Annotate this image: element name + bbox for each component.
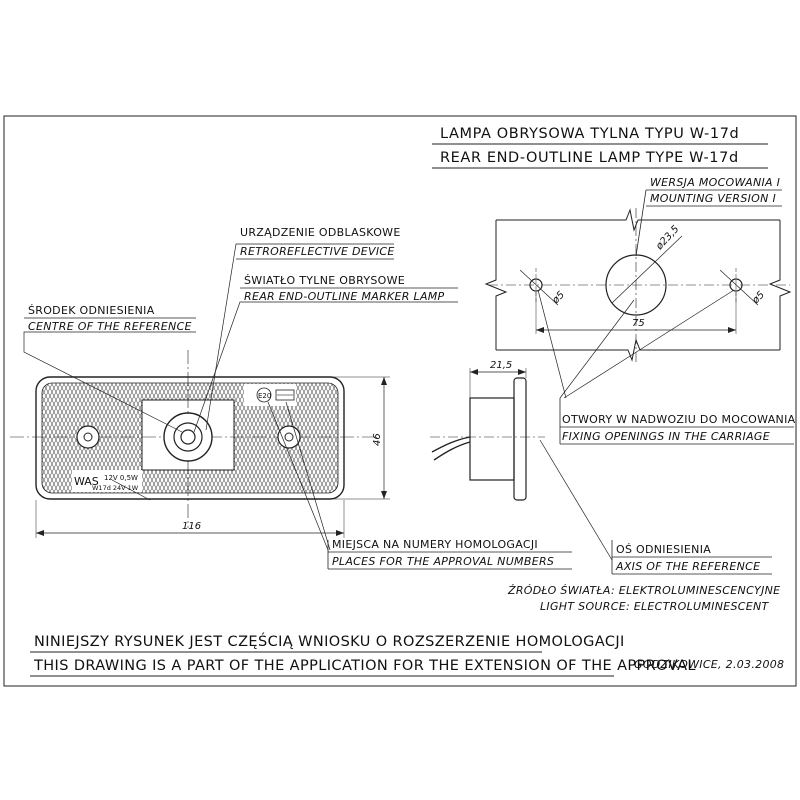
marker-lamp-leader — [193, 301, 458, 433]
footer-statement-en: THIS DRAWING IS A PART OF THE APPLICATIO… — [33, 658, 696, 674]
left-hole-diameter-leader — [519, 269, 559, 306]
rating-text-2: W17d 24V 1W — [92, 484, 139, 492]
height-arrow-bottom — [381, 491, 387, 499]
centre-reference-label: ŚRODEK ODNIESIENIA CENTRE OF THE REFEREN… — [24, 304, 196, 333]
fixing-hole-center — [605, 254, 667, 316]
hole-spacing-arrow-right — [728, 327, 736, 333]
left-hole-diameter-dimension: ø5 — [550, 290, 567, 307]
mounting-version-label: WERSJA MOCOWANIA I MOUNTING VERSION I — [635, 176, 782, 257]
center-hole-diameter-dimension: ø23,5 — [653, 224, 681, 253]
e-mark-circle — [256, 387, 272, 403]
rating-text-1: 12V 0,5W — [104, 474, 138, 482]
centre-reference-leader — [23, 331, 196, 433]
side-cable-2 — [433, 441, 471, 461]
front-view-leaders — [23, 243, 458, 551]
fixing-leader-center — [559, 299, 635, 399]
place-and-date: GODZIKOWICE, 2.03.2008 — [634, 658, 784, 671]
fixing-openings-en: FIXING OPENINGS IN THE CARRIAGE — [562, 430, 770, 443]
fixing-openings-pl: OTWORY W NADWOZIU DO MOCOWANIA — [562, 413, 796, 426]
height-arrow-top — [381, 377, 387, 385]
depth-arrow-left — [470, 369, 478, 375]
lamp-lens-mid — [173, 422, 203, 452]
width-arrow-left — [36, 530, 44, 536]
approval-leader-2 — [285, 401, 331, 551]
fixing-hole-right — [729, 278, 743, 292]
lamp-side-view — [430, 368, 613, 561]
approval-numbers-en: PLACES FOR THE APPROVAL NUMBERS — [332, 555, 554, 568]
e-mark-text: E20 — [258, 392, 271, 400]
depth-arrow-right — [518, 369, 526, 375]
plate-right-edge — [768, 220, 792, 350]
light-source-en: LIGHT SOURCE: ELECTROLUMINESCENT — [540, 600, 770, 613]
marker-lamp-label: ŚWIATŁO TYLNE OBRYSOWE REAR END-OUTLINE … — [240, 274, 458, 303]
retroreflective-label: URZĄDZENIE ODBLASKOWE RETROREFLECTIVE DE… — [236, 226, 401, 260]
width-arrow-right — [336, 530, 344, 536]
axis-reference-en: AXIS OF THE REFERENCE — [615, 560, 760, 573]
lamp-lens-outer — [163, 412, 213, 462]
centre-reference-pl: ŚRODEK ODNIESIENIA — [28, 304, 155, 317]
approval-leader-3 — [111, 479, 151, 501]
axis-reference-label: OŚ ODNIESIENIA AXIS OF THE REFERENCE — [611, 540, 772, 575]
mounting-version-pl: WERSJA MOCOWANIA I — [650, 176, 780, 189]
mounting-plate-view — [484, 208, 792, 362]
footer-block: NINIEJSZY RYSUNEK JEST CZĘŚCIĄ WNIOSKU O… — [30, 632, 784, 677]
side-body-front-flange — [513, 377, 527, 501]
marker-lamp-en: REAR END-OUTLINE MARKER LAMP — [244, 290, 445, 303]
fixing-leader-right — [563, 289, 735, 399]
right-hole-diameter-dimension: ø5 — [750, 290, 767, 307]
plate-left-edge — [484, 220, 508, 350]
approval-leader-1 — [267, 401, 329, 551]
plate-top-edge — [496, 208, 780, 232]
right-hole-diameter-leader — [719, 269, 759, 306]
screw-boss-right-inner — [284, 432, 294, 442]
plate-bottom-edge — [496, 338, 780, 362]
fixing-leaders — [537, 289, 735, 399]
mounting-version-en: MOUNTING VERSION I — [650, 192, 776, 205]
side-body-rear — [469, 397, 515, 481]
light-source-pl: ŹRÓDŁO ŚWIATŁA: ELEKTROLUMINESCENCYJNE — [507, 584, 780, 597]
title-polish: LAMPA OBRYSOWA TYLNA TYPU W-17d — [440, 126, 739, 142]
hole-spacing-dimension: 75 — [632, 318, 645, 329]
footer-statement-pl: NINIEJSZY RYSUNEK JEST CZĘŚCIĄ WNIOSKU O… — [34, 632, 625, 650]
marker-lamp-pl: ŚWIATŁO TYLNE OBRYSOWE — [244, 274, 405, 287]
front-dimensions — [35, 376, 390, 538]
height-dimension: 46 — [372, 433, 383, 446]
approval-numbers-pl: MIEJSCA NA NUMERY HOMOLOGACJI — [332, 538, 538, 551]
fixing-hole-left — [529, 278, 543, 292]
width-dimension: 116 — [182, 521, 201, 532]
light-source-label: ŹRÓDŁO ŚWIATŁA: ELEKTROLUMINESCENCYJNE L… — [507, 584, 780, 613]
axis-leader — [539, 439, 613, 561]
depth-dimension: 21,5 — [490, 360, 512, 371]
title-english: REAR END-OUTLINE LAMP TYPE W-17d — [440, 150, 739, 166]
hole-spacing-arrow-left — [536, 327, 544, 333]
approval-numbers-label: MIEJSCA NA NUMERY HOMOLOGACJI PLACES FOR… — [327, 538, 572, 570]
screw-boss-left-inner — [83, 432, 93, 442]
brand-text: WAS — [74, 475, 99, 488]
center-hole-diameter-leader — [611, 235, 683, 304]
fixing-leader-left — [537, 289, 567, 399]
centre-reference-en: CENTRE OF THE REFERENCE — [28, 320, 192, 333]
axis-reference-pl: OŚ ODNIESIENIA — [616, 543, 711, 556]
mounting-leader — [635, 189, 647, 257]
retroreflective-leader — [205, 243, 394, 431]
lamp-front-view — [10, 350, 380, 528]
retroreflective-pl: URZĄDZENIE ODBLASKOWE — [240, 226, 401, 239]
retroreflective-en: RETROREFLECTIVE DEVICE — [240, 245, 395, 258]
drawing-frame — [3, 115, 797, 687]
fixing-openings-label: OTWORY W NADWOZIU DO MOCOWANIA FIXING OP… — [559, 398, 796, 445]
screw-boss-left-outer — [76, 425, 100, 449]
lamp-lens-inner — [180, 429, 196, 445]
lamp-outer-body — [35, 376, 345, 500]
title-block: LAMPA OBRYSOWA TYLNA TYPU W-17d REAR END… — [432, 126, 768, 169]
side-cable — [431, 436, 471, 453]
